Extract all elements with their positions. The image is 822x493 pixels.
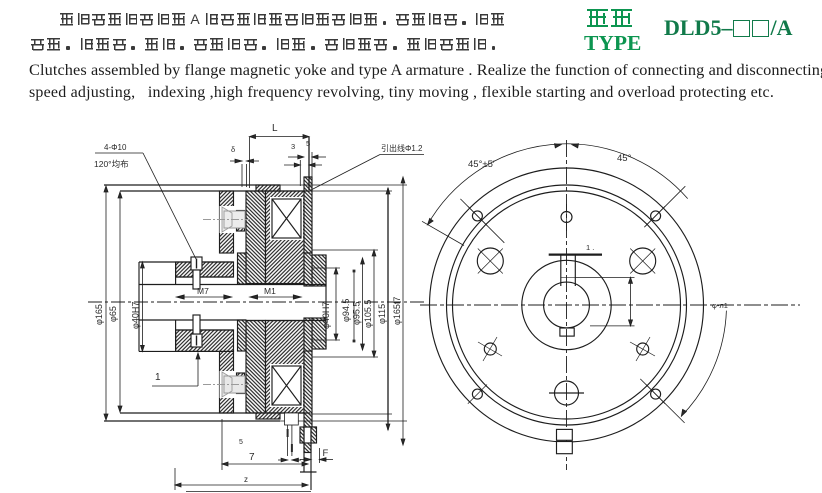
svg-text:M7: M7 <box>197 286 209 296</box>
svg-text:3: 3 <box>291 142 295 151</box>
svg-text:φ105.5: φ105.5 <box>363 300 373 328</box>
svg-text:L: L <box>272 123 278 134</box>
svg-text:φ115: φ115 <box>377 304 387 324</box>
svg-text:5: 5 <box>239 439 243 446</box>
svg-text:φ40H7: φ40H7 <box>321 302 331 329</box>
svg-text:φ94.5: φ94.5 <box>341 299 351 322</box>
svg-text:φ165: φ165 <box>94 304 104 325</box>
svg-text:φ-л1: φ-л1 <box>712 301 728 310</box>
svg-text:引出线Φ1.2: 引出线Φ1.2 <box>381 143 423 153</box>
svg-text:7: 7 <box>249 452 255 463</box>
svg-text:4-Φ10: 4-Φ10 <box>104 143 127 152</box>
svg-text:45°: 45° <box>617 153 632 164</box>
svg-text:φ95.5: φ95.5 <box>352 302 362 325</box>
svg-text:F: F <box>323 448 329 459</box>
svg-text:φ65: φ65 <box>108 306 118 322</box>
svg-text:M1: M1 <box>264 286 276 296</box>
svg-text:5: 5 <box>306 139 310 148</box>
svg-text:φ165f7: φ165f7 <box>392 297 402 325</box>
svg-text:z: z <box>244 475 248 484</box>
svg-text:45°±5′: 45°±5′ <box>468 159 495 170</box>
svg-text:1 .: 1 . <box>586 243 594 252</box>
svg-text:1: 1 <box>155 372 161 383</box>
svg-text:δ: δ <box>231 145 235 154</box>
svg-text:φ40H7: φ40H7 <box>131 302 141 329</box>
svg-text:120°均布: 120°均布 <box>94 159 129 169</box>
